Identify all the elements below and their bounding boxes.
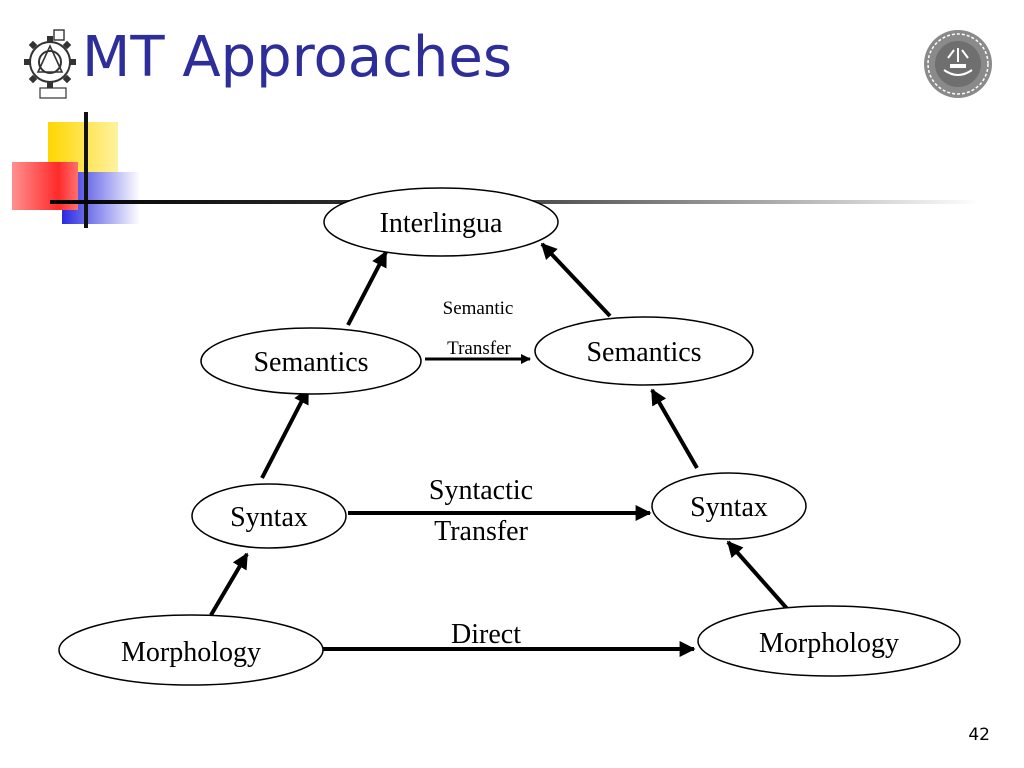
node-semantics-left-label: Semantics [253, 347, 368, 378]
node-interlingua-shape [323, 187, 559, 257]
semantic-transfer-label-line1: Semantic [443, 298, 514, 319]
university-gear-logo-icon [24, 29, 76, 99]
node-semantics-right-shape [534, 316, 754, 386]
university-seal-logo-icon [924, 30, 992, 98]
node-interlingua-label: Interlingua [380, 208, 503, 239]
semantic-transfer-label-line2: Transfer [447, 338, 511, 359]
arrow-semantics-left-to-interlingua [346, 250, 388, 326]
arrow-syntax-left-to-semantics-left [260, 387, 310, 479]
syntactic-transfer-label-line2: Transfer [434, 516, 529, 547]
node-semantics-left-shape [200, 327, 422, 395]
node-morphology-right-shape [697, 605, 961, 677]
node-syntax-right-shape [651, 472, 807, 540]
arrow-semantics-right-to-interlingua [540, 242, 612, 318]
page-number: 42 [968, 725, 990, 745]
arrow-morphology-left-to-syntax-left [209, 552, 249, 617]
node-morphology-left-label: Morphology [121, 637, 261, 668]
deco-vertical-rule [84, 112, 88, 228]
direct-label: Direct [451, 619, 521, 650]
node-semantics-right-label: Semantics [586, 337, 701, 368]
node-syntax-left-label: Syntax [230, 502, 308, 533]
node-syntax-left-shape [191, 483, 347, 549]
syntactic-transfer-label-line1: Syntactic [429, 475, 533, 506]
arrow-morphology-right-to-syntax-right [726, 540, 792, 614]
slide-title: MT Approaches [82, 25, 513, 90]
node-morphology-left-shape [58, 614, 324, 686]
node-syntax-right-label: Syntax [690, 492, 768, 523]
node-morphology-right-label: Morphology [759, 628, 899, 659]
arrow-syntax-right-to-semantics-right [650, 388, 699, 469]
